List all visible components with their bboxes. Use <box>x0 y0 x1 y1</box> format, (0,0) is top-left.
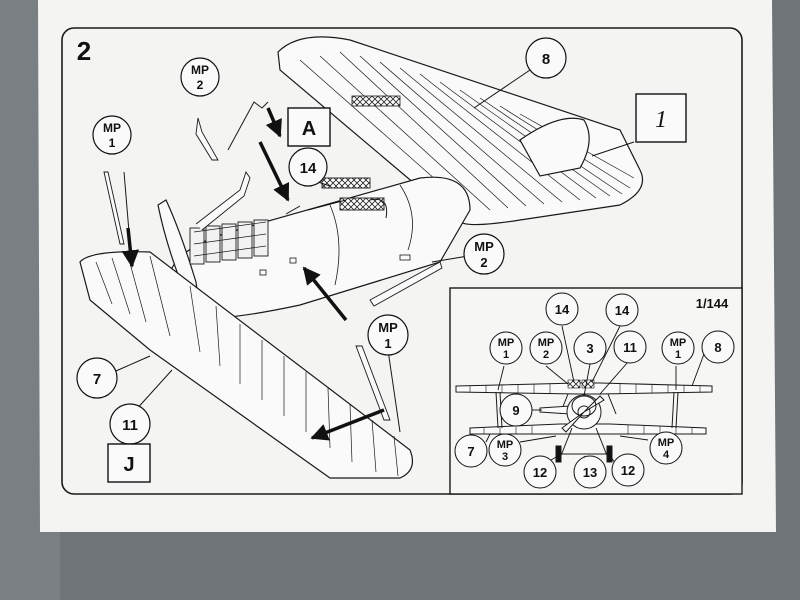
inset-part-14-a-callout: 14 <box>545 292 579 326</box>
inset-mp4-num: 4 <box>663 449 670 461</box>
inset-mp3-mp: MP <box>497 439 514 451</box>
inset-part-8-label: 8 <box>714 340 721 355</box>
inset-mp2-num: 2 <box>543 349 549 361</box>
mp1-left-callout: MP 1 <box>92 115 132 155</box>
inset-part-13-callout: 13 <box>573 455 607 489</box>
box-j-label: J <box>123 454 134 476</box>
inset-mp4-callout: MP 4 <box>649 431 683 465</box>
inset-aircraft-drawing <box>455 379 713 463</box>
scale-label: 1/144 <box>696 296 729 311</box>
inset-mp1-left-callout: MP 1 <box>489 331 523 365</box>
inset-part-11-label: 11 <box>623 340 637 355</box>
part-11-main-callout: 11 <box>109 403 151 445</box>
mp2-right-callout: MP 2 <box>463 233 505 275</box>
assembly-arrows <box>121 107 385 441</box>
inset-mp2-callout: MP 2 <box>529 331 563 365</box>
inset-mp3-callout: MP 3 <box>488 433 522 467</box>
mp1-left-mp: MP <box>103 121 121 135</box>
part-7-main-callout: 7 <box>76 357 118 399</box>
inset-mp2-mp: MP <box>538 337 555 349</box>
mp2-top-callout: MP 2 <box>180 57 220 97</box>
inset-part-14-b-callout: 14 <box>605 293 639 327</box>
page-frame <box>61 27 743 495</box>
part-14-label: 14 <box>300 160 317 177</box>
inset-part-3-callout: 3 <box>573 331 607 365</box>
box-1-label: 1 <box>655 107 667 133</box>
main-aircraft-drawing <box>79 36 644 479</box>
inset-part-12-a-callout: 12 <box>523 455 557 489</box>
inset-part-12-b-callout: 12 <box>611 453 645 487</box>
mp2-right-mp: MP <box>474 239 494 254</box>
inset-mp3-num: 3 <box>502 451 508 463</box>
inset-mp1-left-num: 1 <box>503 349 509 361</box>
part-8-callout: 8 <box>525 37 567 79</box>
inset-mp1-right-mp: MP <box>670 337 687 349</box>
inset-part-12-a-label: 12 <box>533 465 547 480</box>
inset-part-7-callout: 7 <box>454 434 488 468</box>
inset-part-12-b-label: 12 <box>621 463 635 478</box>
mp1-left-num: 1 <box>109 136 116 150</box>
inset-part-8-callout: 8 <box>701 330 735 364</box>
inset-mp4-mp: MP <box>658 437 675 449</box>
inset-part-14-a-label: 14 <box>555 302 570 317</box>
box-1-callout: 1 <box>635 93 687 143</box>
mp1-bottom-mp: MP <box>378 320 398 335</box>
inset-part-14-b-label: 14 <box>615 303 630 318</box>
mp2-top-num: 2 <box>197 78 204 92</box>
inset-part-7-label: 7 <box>467 444 474 459</box>
inset-part-3-label: 3 <box>586 341 593 356</box>
mp1-bottom-num: 1 <box>384 336 391 351</box>
part-11-main-label: 11 <box>122 417 138 434</box>
part-14-callout: 14 <box>288 147 328 187</box>
inset-part-13-label: 13 <box>583 465 597 480</box>
mp1-bottom-callout: MP 1 <box>367 314 409 356</box>
inset-part-11-callout: 11 <box>613 330 647 364</box>
step-number: 2 <box>77 36 91 66</box>
box-j-callout: J <box>107 443 151 483</box>
part-7-main-label: 7 <box>93 371 101 388</box>
part-8-label: 8 <box>542 51 550 68</box>
inset-mp1-right-callout: MP 1 <box>661 331 695 365</box>
inset-mp1-right-num: 1 <box>675 349 681 361</box>
box-a-callout: A <box>287 107 331 147</box>
inset-part-9-callout: 9 <box>499 393 533 427</box>
inset-part-9-label: 9 <box>512 403 519 418</box>
inset-mp1-left-mp: MP <box>498 337 515 349</box>
mp2-right-num: 2 <box>480 255 487 270</box>
box-a-label: A <box>302 118 316 140</box>
mp2-top-mp: MP <box>191 63 209 77</box>
